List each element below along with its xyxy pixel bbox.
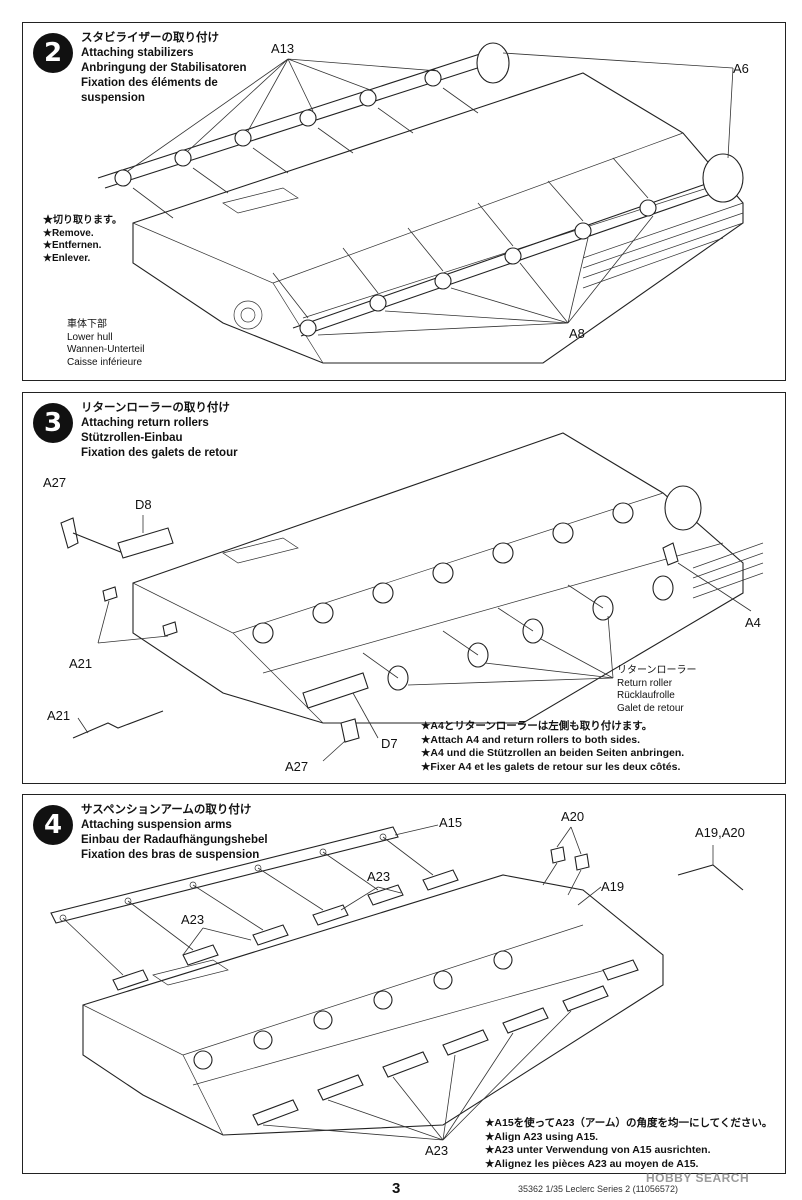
label-a8: A8 (569, 326, 585, 341)
arms-on-jig (112, 869, 459, 991)
step-2-title-de: Anbringung der Stabilisatoren (81, 62, 247, 74)
cut-note-de: ★Entfernen. (43, 240, 102, 251)
step-3-note-de: ★A4 und die Stützrollen an beiden Seiten… (421, 747, 685, 759)
stabilizer-row-upper (97, 42, 510, 189)
step-3-title-de: Stützrollen-Einbau (81, 432, 183, 444)
step-3-drawing (60, 432, 764, 762)
step-2-drawing (97, 42, 744, 364)
hull-label-fr: Caisse inférieure (67, 356, 143, 368)
step-3-title-fr: Fixation des galets de retour (81, 447, 238, 459)
product-code: 35362 1/35 Leclerc Series 2 (11056572) (518, 1184, 678, 1194)
step-4-note-en: ★Align A23 using A15. (485, 1130, 599, 1143)
step-3-note: ★A4とリターンローラーは左側も取り付けます。 ★Attach A4 and r… (421, 720, 684, 774)
step-4-note-fr: ★Alignez les pièces A23 au moyen de A15. (485, 1157, 699, 1170)
return-roller-label: リターンローラー Return roller Rücklaufrolle Gal… (617, 665, 697, 715)
label-d8: D8 (135, 497, 152, 512)
a15-jig (50, 826, 399, 924)
return-rollers (387, 575, 674, 691)
road-wheels-4 (193, 950, 513, 1070)
label-d7: D7 (381, 736, 398, 751)
label-a27-bottom: A27 (285, 759, 309, 774)
step-4-note: ★A15を使ってA23（アーム）の角度を均一にしてください。 ★Align A2… (485, 1117, 772, 1171)
hull-label-de: Wannen-Unterteil (67, 344, 145, 355)
label-a23-top: A23 (367, 869, 391, 884)
suspension-arms (252, 959, 639, 1126)
step-2-title-en: Attaching stabilizers (81, 47, 194, 59)
cut-note-en: ★Remove. (43, 227, 94, 239)
step-4-title-fr: Fixation des bras de suspension (81, 849, 260, 861)
cut-note: ★切り取ります。 ★Remove. ★Entfernen. ★Enlever. (43, 215, 122, 265)
return-roller-en: Return roller (617, 677, 673, 689)
stabilizer-row-lower (292, 153, 744, 337)
hull-outline-3 (132, 432, 744, 724)
step-4-title-en: Attaching suspension arms (81, 819, 232, 831)
label-a19-a20: A19,A20 (695, 825, 745, 840)
hull-label: 車体下部 Lower hull Wannen-Unterteil Caisse … (67, 319, 144, 369)
step-3-note-fr: ★Fixer A4 et les galets de retour sur le… (421, 760, 681, 773)
label-a23-bottom: A23 (425, 1143, 449, 1158)
step-2-number: 2 (33, 33, 73, 73)
step-3-number: 3 (33, 403, 73, 443)
step-3-title-jp: リターンローラーの取り付け (81, 402, 230, 414)
hull-label-jp: 車体下部 (67, 319, 107, 330)
label-a4: A4 (745, 615, 761, 630)
hull-label-en: Lower hull (67, 331, 113, 343)
road-wheels (252, 485, 702, 644)
step-4-note-de: ★A23 unter Verwendung von A15 ausrichten… (485, 1144, 711, 1156)
step-4-titles: サスペンションアームの取り付け Attaching suspension arm… (81, 803, 268, 863)
label-a15: A15 (439, 815, 463, 830)
label-a19: A19 (601, 879, 625, 894)
step-3-note-jp: ★A4とリターンローラーは左側も取り付けます。 (421, 720, 653, 732)
label-a21: A21 (69, 656, 93, 671)
label-a27-top: A27 (43, 475, 67, 490)
step-2-title-fr: Fixation des éléments de (81, 77, 218, 89)
step-3-note-en: ★Attach A4 and return rollers to both si… (421, 733, 641, 746)
label-a6: A6 (733, 61, 749, 76)
step-4-drawing (50, 824, 744, 1141)
step-2-title-jp: スタビライザーの取り付け (81, 32, 219, 44)
lower-hull-outline (132, 72, 744, 364)
label-a20: A20 (561, 809, 585, 824)
step-4-number: 4 (33, 805, 73, 845)
return-roller-fr: Galet de retour (617, 702, 684, 714)
watermark: HOBBY SEARCH (646, 1171, 750, 1185)
step-3-panel: 3 リターンローラーの取り付け Attaching return rollers… (22, 392, 786, 784)
label-a21-detail: A21 (47, 708, 71, 723)
step-4-title-de: Einbau der Radaufhängungshebel (81, 834, 268, 846)
step-2-titles: スタビライザーの取り付け Attaching stabilizers Anbri… (81, 31, 246, 106)
step-3-title-en: Attaching return rollers (81, 417, 209, 429)
step-3-titles: リターンローラーの取り付け Attaching return rollers S… (81, 401, 238, 461)
step-2-panel: 2 スタビライザーの取り付け Attaching stabilizers Anb… (22, 22, 786, 381)
step-4-note-jp: ★A15を使ってA23（アーム）の角度を均一にしてください。 (485, 1117, 773, 1129)
page-number: 3 (392, 1180, 401, 1197)
cut-note-fr: ★Enlever. (43, 252, 91, 264)
step-4-panel: 4 サスペンションアームの取り付け Attaching suspension a… (22, 794, 786, 1174)
return-roller-de: Rücklaufrolle (617, 690, 675, 701)
return-roller-jp: リターンローラー (617, 665, 697, 676)
label-a23-left: A23 (181, 912, 205, 927)
step-2-title-fr-cont: suspension (81, 92, 145, 104)
cut-note-jp: ★切り取ります。 (43, 215, 122, 226)
step-4-title-jp: サスペンションアームの取り付け (81, 804, 252, 816)
hull-outline-4 (82, 874, 664, 1136)
label-a13: A13 (271, 41, 295, 56)
